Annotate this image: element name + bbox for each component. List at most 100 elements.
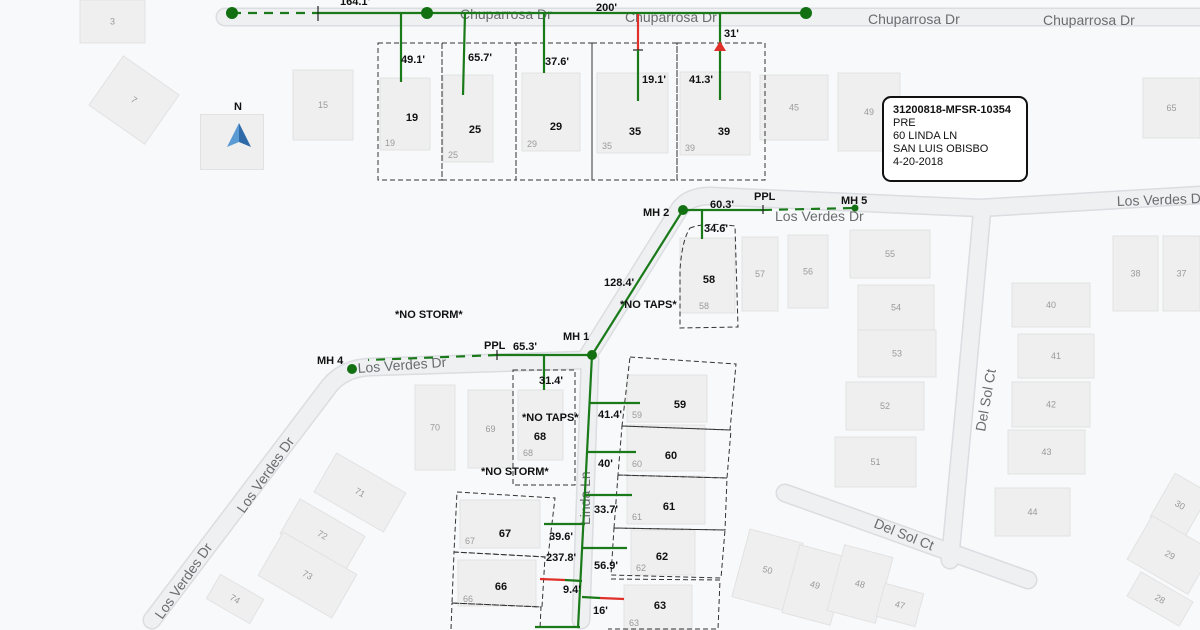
building-number: 52 (880, 401, 890, 411)
manhole-label: MH 4 (317, 355, 344, 367)
building: 60 (626, 424, 706, 472)
north-arrow-icon (227, 123, 251, 147)
parcel-label[interactable]: 19 (406, 112, 418, 124)
building: 55 (849, 229, 931, 279)
measurement-label: 33.7' (594, 504, 618, 516)
building-footprint (1007, 429, 1086, 475)
building: 40 (1011, 282, 1091, 328)
parcel-label[interactable]: 62 (656, 551, 668, 563)
manhole-icon[interactable] (800, 7, 812, 19)
building: 69 (467, 389, 514, 469)
building-number: 54 (891, 303, 901, 313)
measurement-label: 49.1' (401, 54, 425, 66)
parcel-label[interactable]: 58 (703, 274, 715, 286)
measurement-label: 164.1' (340, 0, 371, 8)
manhole-icon[interactable] (421, 7, 433, 19)
building-number: 59 (632, 410, 642, 420)
building: 66 (457, 559, 537, 607)
building-number: 65 (1166, 103, 1176, 113)
measurement-label: 39.6' (549, 531, 573, 543)
manhole-label: MH 1 (563, 331, 589, 343)
building-number: 42 (1046, 400, 1056, 410)
parcel-label[interactable]: 63 (654, 600, 666, 612)
building-number: 38 (1130, 269, 1140, 279)
building: 74 (205, 573, 265, 625)
building: 71 (313, 452, 407, 533)
building-number: 25 (448, 150, 458, 160)
parcel-labels: 19 25 29 35 39 58 68 59 60 61 67 62 66 63 (406, 112, 730, 612)
manhole-icon[interactable] (226, 7, 238, 19)
street-label-chuparrosa: Chuparrosa Dr (868, 11, 960, 27)
building-footprint (849, 229, 931, 279)
parcel-label[interactable]: 68 (534, 431, 546, 443)
building: 57 (741, 236, 779, 312)
building: 61 (626, 475, 706, 525)
manhole-mh2-icon[interactable] (678, 205, 688, 215)
building-footprint (442, 74, 494, 163)
building-footprint (845, 381, 925, 431)
building-footprint (88, 55, 180, 145)
building-number: 48 (854, 578, 866, 590)
building-number: 56 (803, 267, 813, 277)
north-label: N (234, 101, 242, 113)
building: 72 (279, 498, 366, 572)
measurement-label: 9.4' (563, 584, 581, 596)
ppl-label: PPL (754, 191, 776, 203)
building-footprint (994, 487, 1071, 537)
building: 44 (994, 487, 1071, 537)
building-footprint (414, 384, 456, 471)
building-footprint (517, 389, 564, 461)
defect-marker-icon[interactable] (714, 41, 726, 51)
building-footprint (626, 374, 708, 423)
parcel-label[interactable]: 67 (499, 528, 511, 540)
building-number: 37 (1176, 269, 1186, 279)
work-order-id: 31200818-MFSR-10354 (893, 104, 1012, 116)
building: 37 (1162, 235, 1200, 312)
building: 41 (1017, 333, 1095, 379)
building: 38 (1112, 235, 1159, 312)
parcel-label[interactable]: 61 (663, 501, 675, 513)
building-number: 55 (885, 249, 895, 259)
parcel-label[interactable]: 35 (629, 126, 641, 138)
parcel-label[interactable]: 25 (469, 124, 481, 136)
building-footprint (257, 531, 358, 619)
building-number: 69 (485, 424, 495, 434)
building-footprint (834, 436, 917, 488)
manhole-mh5-icon[interactable] (851, 204, 859, 212)
parcel-label[interactable]: 66 (495, 581, 507, 593)
city: SAN LUIS OBISBO (893, 143, 989, 155)
parcel-label[interactable]: 59 (674, 399, 686, 411)
building-footprint (626, 475, 706, 525)
building: 56 (787, 234, 829, 309)
measurement-label: 40' (598, 458, 613, 470)
building: 68 (517, 389, 564, 461)
measurement-label: 128.4' (604, 277, 635, 289)
measurement-label: 65.7' (468, 52, 492, 64)
building: 47 (875, 582, 925, 628)
building-number: 57 (755, 269, 765, 279)
building-number: 7 (129, 94, 139, 105)
building-footprint (459, 499, 541, 549)
measurement-label: 41.4' (598, 409, 622, 421)
manhole-mh1-icon[interactable] (587, 350, 597, 360)
building-number: 40 (1046, 300, 1056, 310)
manhole-mh4-icon[interactable] (347, 364, 357, 374)
building-number: 62 (636, 563, 646, 573)
measurement-label: 31' (724, 28, 739, 40)
address: 60 LINDA LN (893, 130, 958, 142)
parcel-label[interactable]: 60 (665, 450, 677, 462)
building-number: 49 (809, 579, 821, 591)
building: 45 (759, 74, 829, 141)
building: 58 (679, 237, 736, 314)
parcel-label[interactable]: 29 (550, 121, 562, 133)
parcel-label[interactable]: 39 (718, 126, 730, 138)
building: 39 (679, 71, 751, 156)
building: 43 (1007, 429, 1086, 475)
building-number: 68 (523, 448, 533, 458)
building-number: 67 (465, 536, 475, 546)
building: 29 (1126, 515, 1200, 595)
work-order-info-box: 31200818-MFSR-10354 PRE 60 LINDA LN SAN … (882, 96, 1028, 182)
manhole-label: MH 2 (643, 207, 669, 219)
